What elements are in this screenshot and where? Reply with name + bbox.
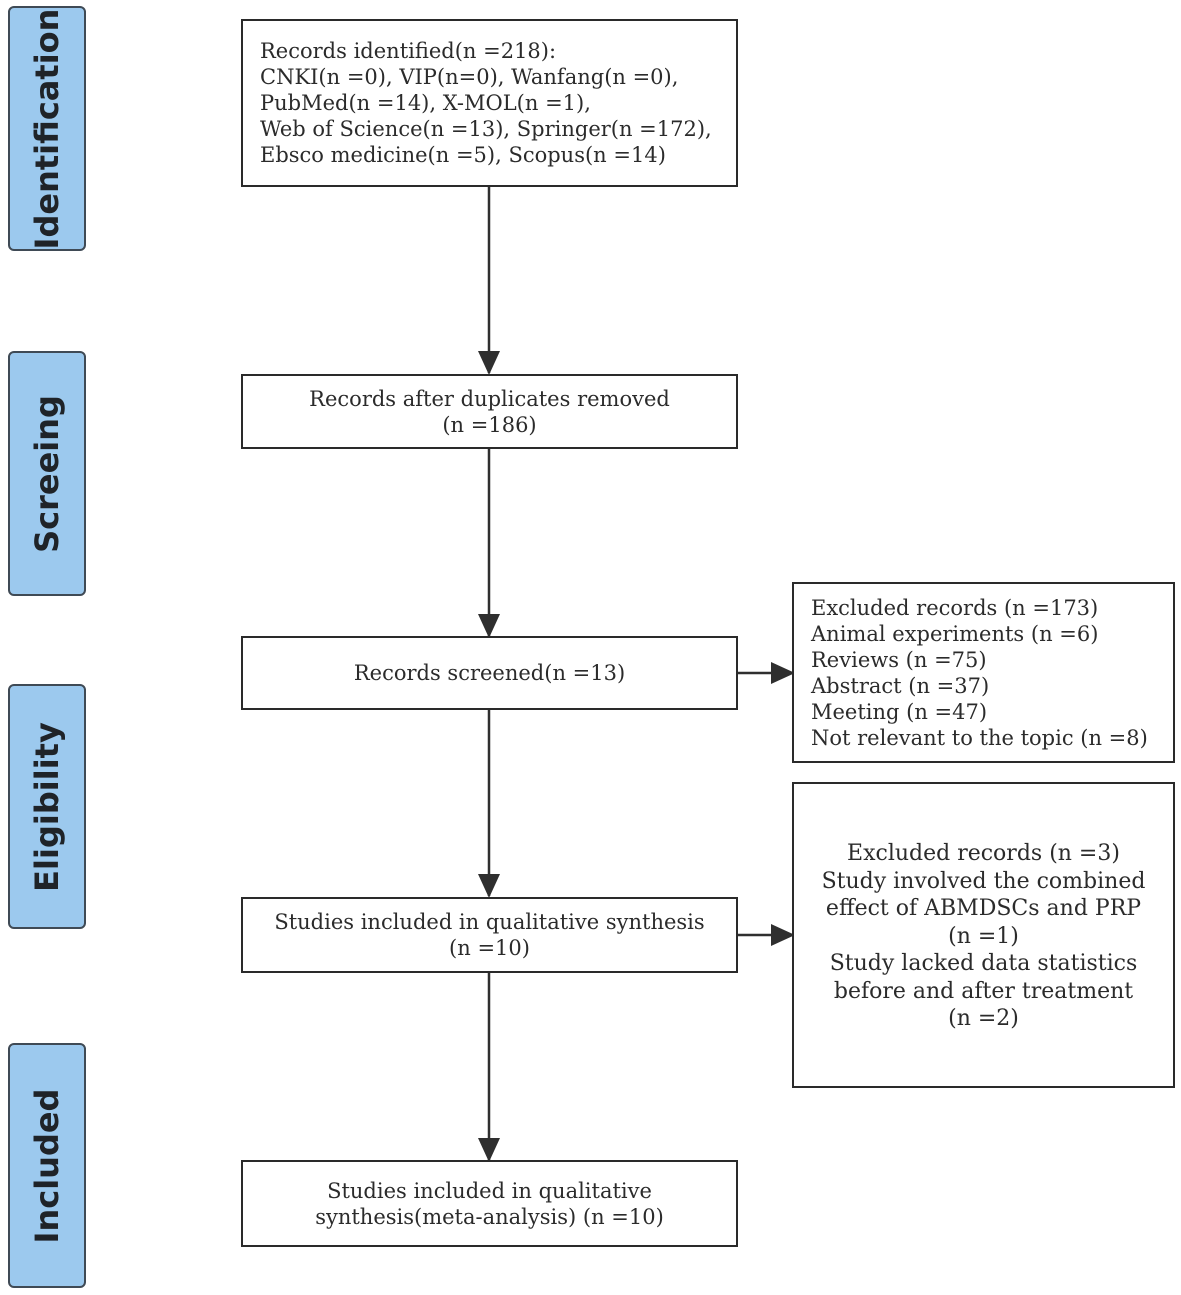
text-line: (n =1) <box>948 923 1019 949</box>
text-line: effect of ABMDSCs and PRP <box>825 896 1142 921</box>
box-excluded-eligibility: Excluded records (n =3) Study involved t… <box>792 782 1175 1088</box>
text-line: synthesis(meta-analysis) (n =10) <box>315 1204 664 1229</box>
box-qualitative-synthesis: Studies included in qualitative synthesi… <box>241 897 738 973</box>
stage-identification: Identification <box>8 6 86 251</box>
text-line: Meeting (n =47) <box>811 699 988 724</box>
text-line: Excluded records (n =173) <box>811 595 1099 620</box>
box-records-identified: Records identified(n =218): CNKI(n =0), … <box>241 19 738 187</box>
box-duplicates-removed: Records after duplicates removed (n =186… <box>241 374 738 449</box>
box-excluded-screening: Excluded records (n =173) Animal experim… <box>792 582 1175 763</box>
stage-screening: Screeing <box>8 351 86 596</box>
text-line: (n =186) <box>442 412 537 437</box>
text-line: Records after duplicates removed <box>309 386 670 411</box>
text-line: Studies included in qualitative <box>327 1178 652 1203</box>
stage-included: Included <box>8 1043 86 1288</box>
text-line: Records identified(n =218): <box>260 39 557 63</box>
text-line: Excluded records (n =3) <box>847 841 1120 866</box>
text-line: (n =10) <box>449 936 530 960</box>
text-line: Study lacked data statistics <box>829 951 1138 976</box>
text-line: Study involved the combined <box>821 868 1146 894</box>
text-line: Not relevant to the topic (n =8) <box>811 725 1148 750</box>
text-line: Reviews (n =75) <box>811 647 987 672</box>
text-line: CNKI(n =0), VIP(n=0), Wanfang(n =0), <box>260 65 679 89</box>
text-line: PubMed(n =14), X-MOL(n =1), <box>260 91 591 115</box>
box-records-screened: Records screened(n =13) <box>241 636 738 710</box>
text-line: Web of Science(n =13), Springer(n =172), <box>260 117 712 141</box>
text-line: (n =2) <box>948 1006 1019 1031</box>
text-line: Records screened(n =13) <box>353 661 626 685</box>
text-line: before and after treatment <box>833 978 1134 1004</box>
box-meta-analysis: Studies included in qualitative synthesi… <box>241 1160 738 1247</box>
text-line: Animal experiments (n =6) <box>811 621 1099 646</box>
text-line: Studies included in qualitative synthesi… <box>274 910 705 934</box>
stage-eligibility: Eligibility <box>8 684 86 929</box>
text-line: Ebsco medicine(n =5), Scopus(n =14) <box>260 143 666 167</box>
text-line: Abstract (n =37) <box>811 673 990 698</box>
